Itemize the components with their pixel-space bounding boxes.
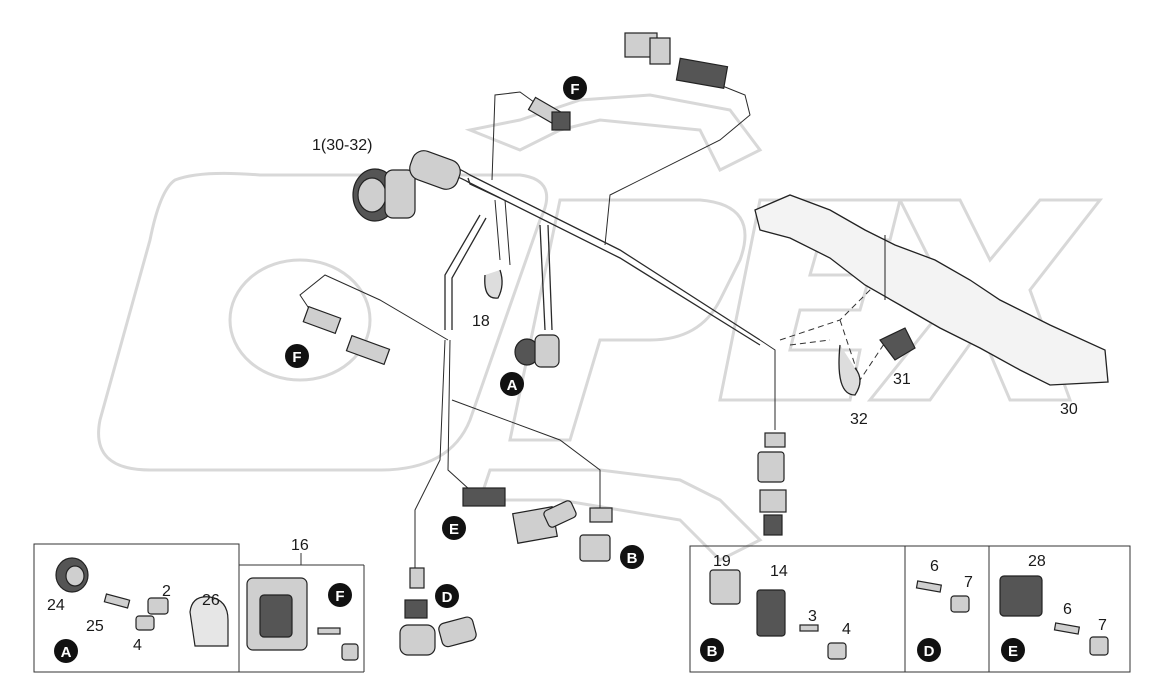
svg-text:A: A [507,377,518,394]
inset-e: 28 6 7 E [988,545,1131,673]
badge-a-main: A [500,372,524,396]
label-31: 31 [893,371,911,388]
harness-trunk [299,77,891,570]
svg-text:B: B [707,643,718,660]
label-30: 30 [1060,401,1078,418]
label-16: 16 [291,537,309,554]
bracket-30 [754,194,1109,386]
svg-text:25: 25 [86,618,104,635]
svg-text:7: 7 [1098,617,1107,634]
svg-text:19: 19 [713,553,731,570]
svg-text:F: F [570,81,579,98]
label-18: 18 [472,313,490,330]
svg-text:F: F [335,588,344,605]
connector-f-left [302,305,391,366]
svg-text:A: A [61,644,72,661]
label-32: 32 [850,411,868,428]
opex-watermark [97,93,1104,562]
svg-text:E: E [449,521,459,538]
svg-text:D: D [442,589,453,606]
sensor-right [757,432,787,536]
badge-e-main: E [442,516,466,540]
main-round-connector [352,150,461,222]
clip-31 [879,327,916,361]
badge-d-main: D [435,584,459,608]
connector-d-main [399,567,477,656]
svg-text:6: 6 [930,558,939,575]
label-1: 1(30-32) [312,137,372,154]
inset-16-f: 16 F [238,537,365,673]
svg-text:2: 2 [162,583,171,600]
badge-b-main: B [620,545,644,569]
svg-text:28: 28 [1028,553,1046,570]
svg-text:7: 7 [964,574,973,591]
svg-text:F: F [292,349,301,366]
connector-e-main [462,487,577,544]
svg-text:24: 24 [47,597,65,614]
svg-text:4: 4 [842,621,851,638]
svg-text:4: 4 [133,637,142,654]
svg-text:26: 26 [202,592,220,609]
inset-d: 6 7 D [904,545,990,673]
svg-text:B: B [627,550,638,567]
connector-b-main [579,507,613,562]
clip-32 [838,344,861,396]
badge-f-top: F [563,76,587,100]
svg-text:3: 3 [808,608,817,625]
connector-a-main [514,334,560,368]
svg-text:D: D [924,643,935,660]
badge-f-left: F [285,344,309,368]
svg-text:E: E [1008,643,1018,660]
inset-a: 24 25 2 4 26 A [33,543,240,673]
inset-b: 19 14 3 4 B [689,545,906,673]
connector-f-top [527,96,571,131]
connector-top-right [624,32,729,90]
clip-18 [484,269,503,299]
svg-text:14: 14 [770,563,788,580]
svg-text:6: 6 [1063,601,1072,618]
